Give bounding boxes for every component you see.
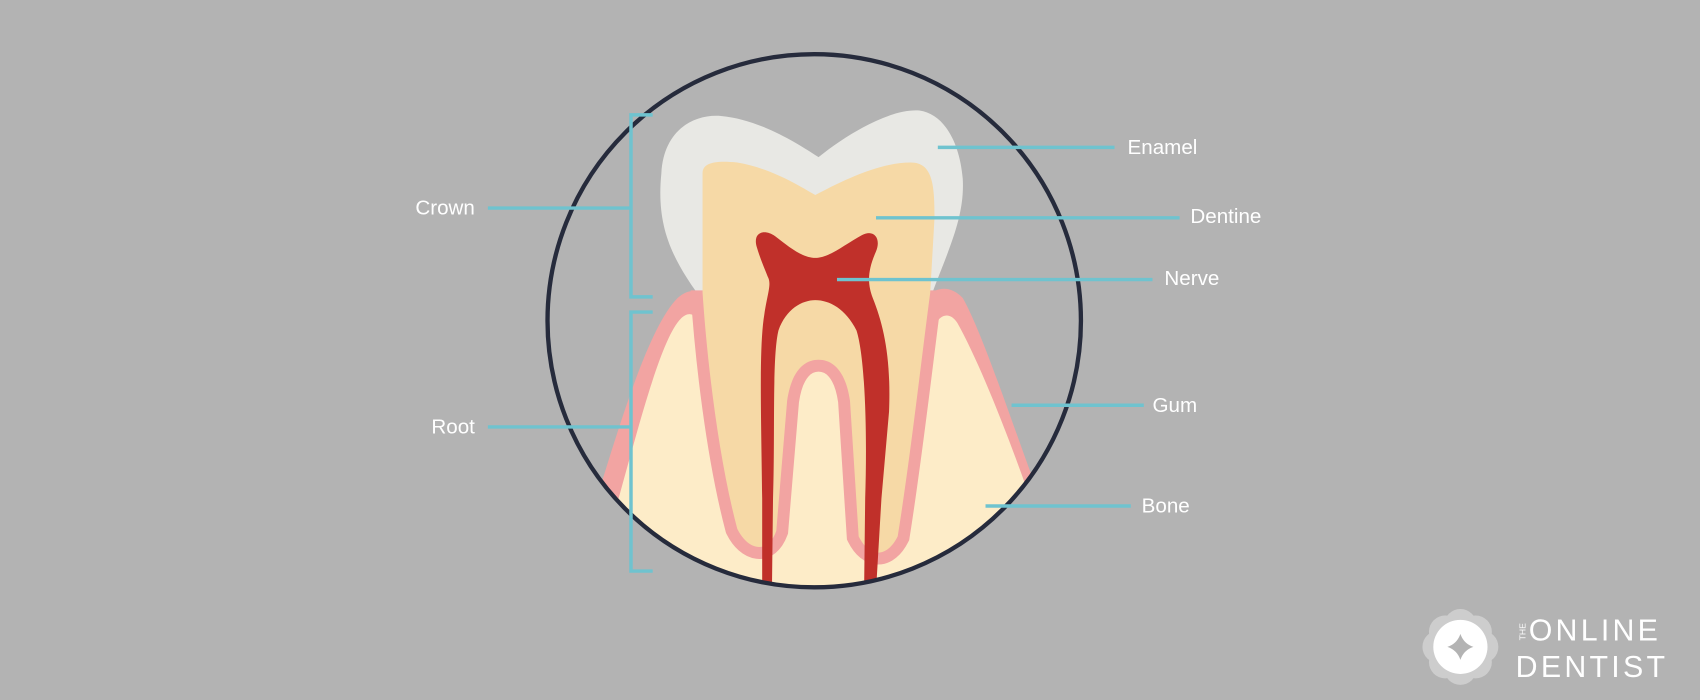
tooth-illustration [598, 110, 1033, 588]
logo-the: THE [1517, 623, 1527, 641]
nerve-label: Nerve [1164, 267, 1219, 290]
frame-circle [545, 52, 1084, 590]
dentine-callout: Dentine [876, 205, 1261, 228]
enamel-callout: Enamel [937, 136, 1198, 159]
enamel-label: Enamel [1128, 136, 1198, 159]
root-label: Root [431, 415, 475, 438]
flower-logo-icon [1422, 608, 1499, 685]
crown-bracket: Crown [415, 113, 653, 299]
bone-label: Bone [1142, 495, 1190, 518]
dentine-label: Dentine [1190, 205, 1261, 228]
logo-line2: DENTIST [1516, 651, 1669, 684]
crown-label: Crown [415, 197, 474, 220]
logo-line1: ONLINE [1529, 614, 1661, 647]
gum-label: Gum [1152, 394, 1197, 417]
gum-callout: Gum [1011, 394, 1197, 417]
nerve-callout: Nerve [836, 267, 1219, 290]
nerve-pulp-shape [755, 232, 890, 588]
bone-callout: Bone [985, 495, 1190, 518]
online-dentist-logo: THE ONLINE DENTIST [1422, 608, 1669, 685]
root-bracket: Root [431, 310, 653, 573]
